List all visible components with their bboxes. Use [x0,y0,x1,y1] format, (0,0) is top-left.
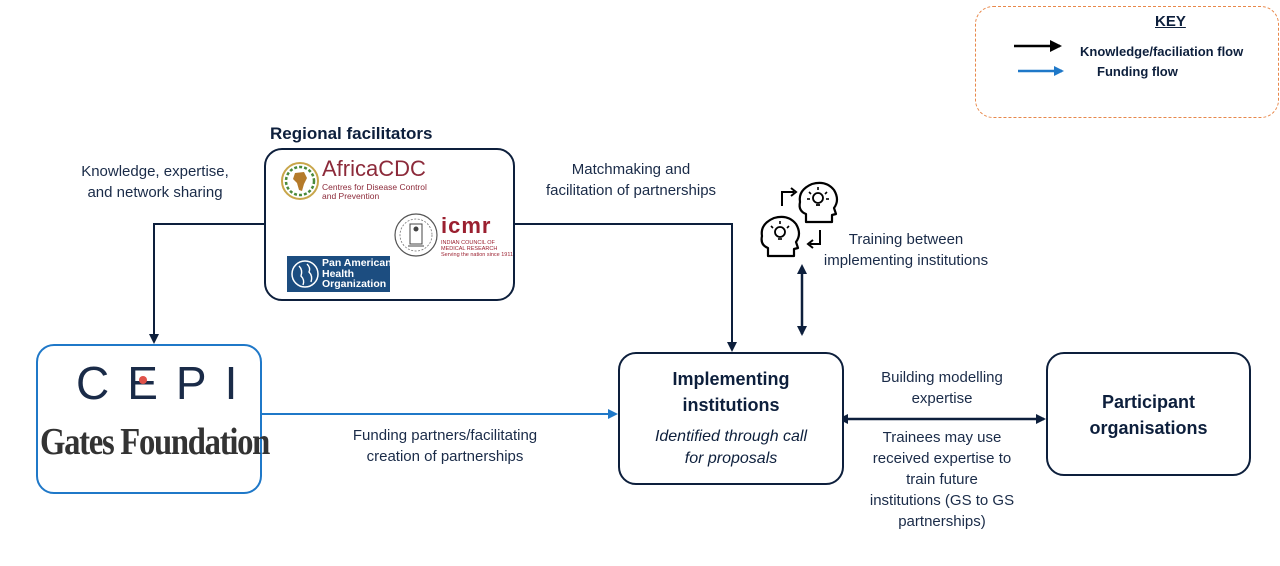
building-expertise-label: Building modelling expertise [881,369,1003,407]
training-heads-icon [760,181,839,258]
knowledge-arrow-to-funders [149,223,264,344]
funding-partners-label: Funding partners/facilitating creation o… [352,427,538,465]
key-funding-label: Funding flow [1097,64,1178,79]
cepi-logo: CEPI [76,357,256,409]
implementing-institutions-subtitle: Identified through call for proposals [654,428,808,467]
participant-organisations-title: Participant organisations [1089,392,1208,438]
matchmaking-arrow-to-implementing [515,223,737,352]
key-box [975,6,1279,118]
gates-foundation-logo: Gates Foundation [40,421,270,463]
training-label: Training between implementing institutio… [823,231,989,269]
icmr-subtitle: INDIAN COUNCIL OF MEDICAL RESEARCH Servi… [441,240,514,258]
paho-logo [287,256,390,292]
paho-globe-icon [291,260,319,288]
matchmaking-label: Matchmaking and facilitation of partners… [545,161,717,199]
paho-name: Pan American Health Organization [322,257,392,290]
implementing-institutions-title: Implementing institutions [672,369,790,415]
africacdc-logo-icon [281,162,319,200]
africacdc-name: AfricaCDC [322,156,426,181]
knowledge-sharing-label: Knowledge, expertise, and network sharin… [81,163,229,201]
funders-box [36,344,262,494]
icmr-emblem-icon [394,213,438,257]
key-knowledge-label: Knowledge/faciliation flow [1080,44,1244,59]
participant-organisations-box [1046,352,1251,476]
key-title: KEY [1155,13,1186,30]
implementing-institutions-box [618,352,844,485]
africacdc-subtitle: Centres for Disease Control and Preventi… [322,182,427,201]
regional-facilitators-title: Regional facilitators [270,124,433,143]
icmr-name: icmr [441,213,492,238]
trainees-label: Trainees may use received expertise to t… [869,429,1015,530]
cepi-logo-dot [139,376,147,384]
